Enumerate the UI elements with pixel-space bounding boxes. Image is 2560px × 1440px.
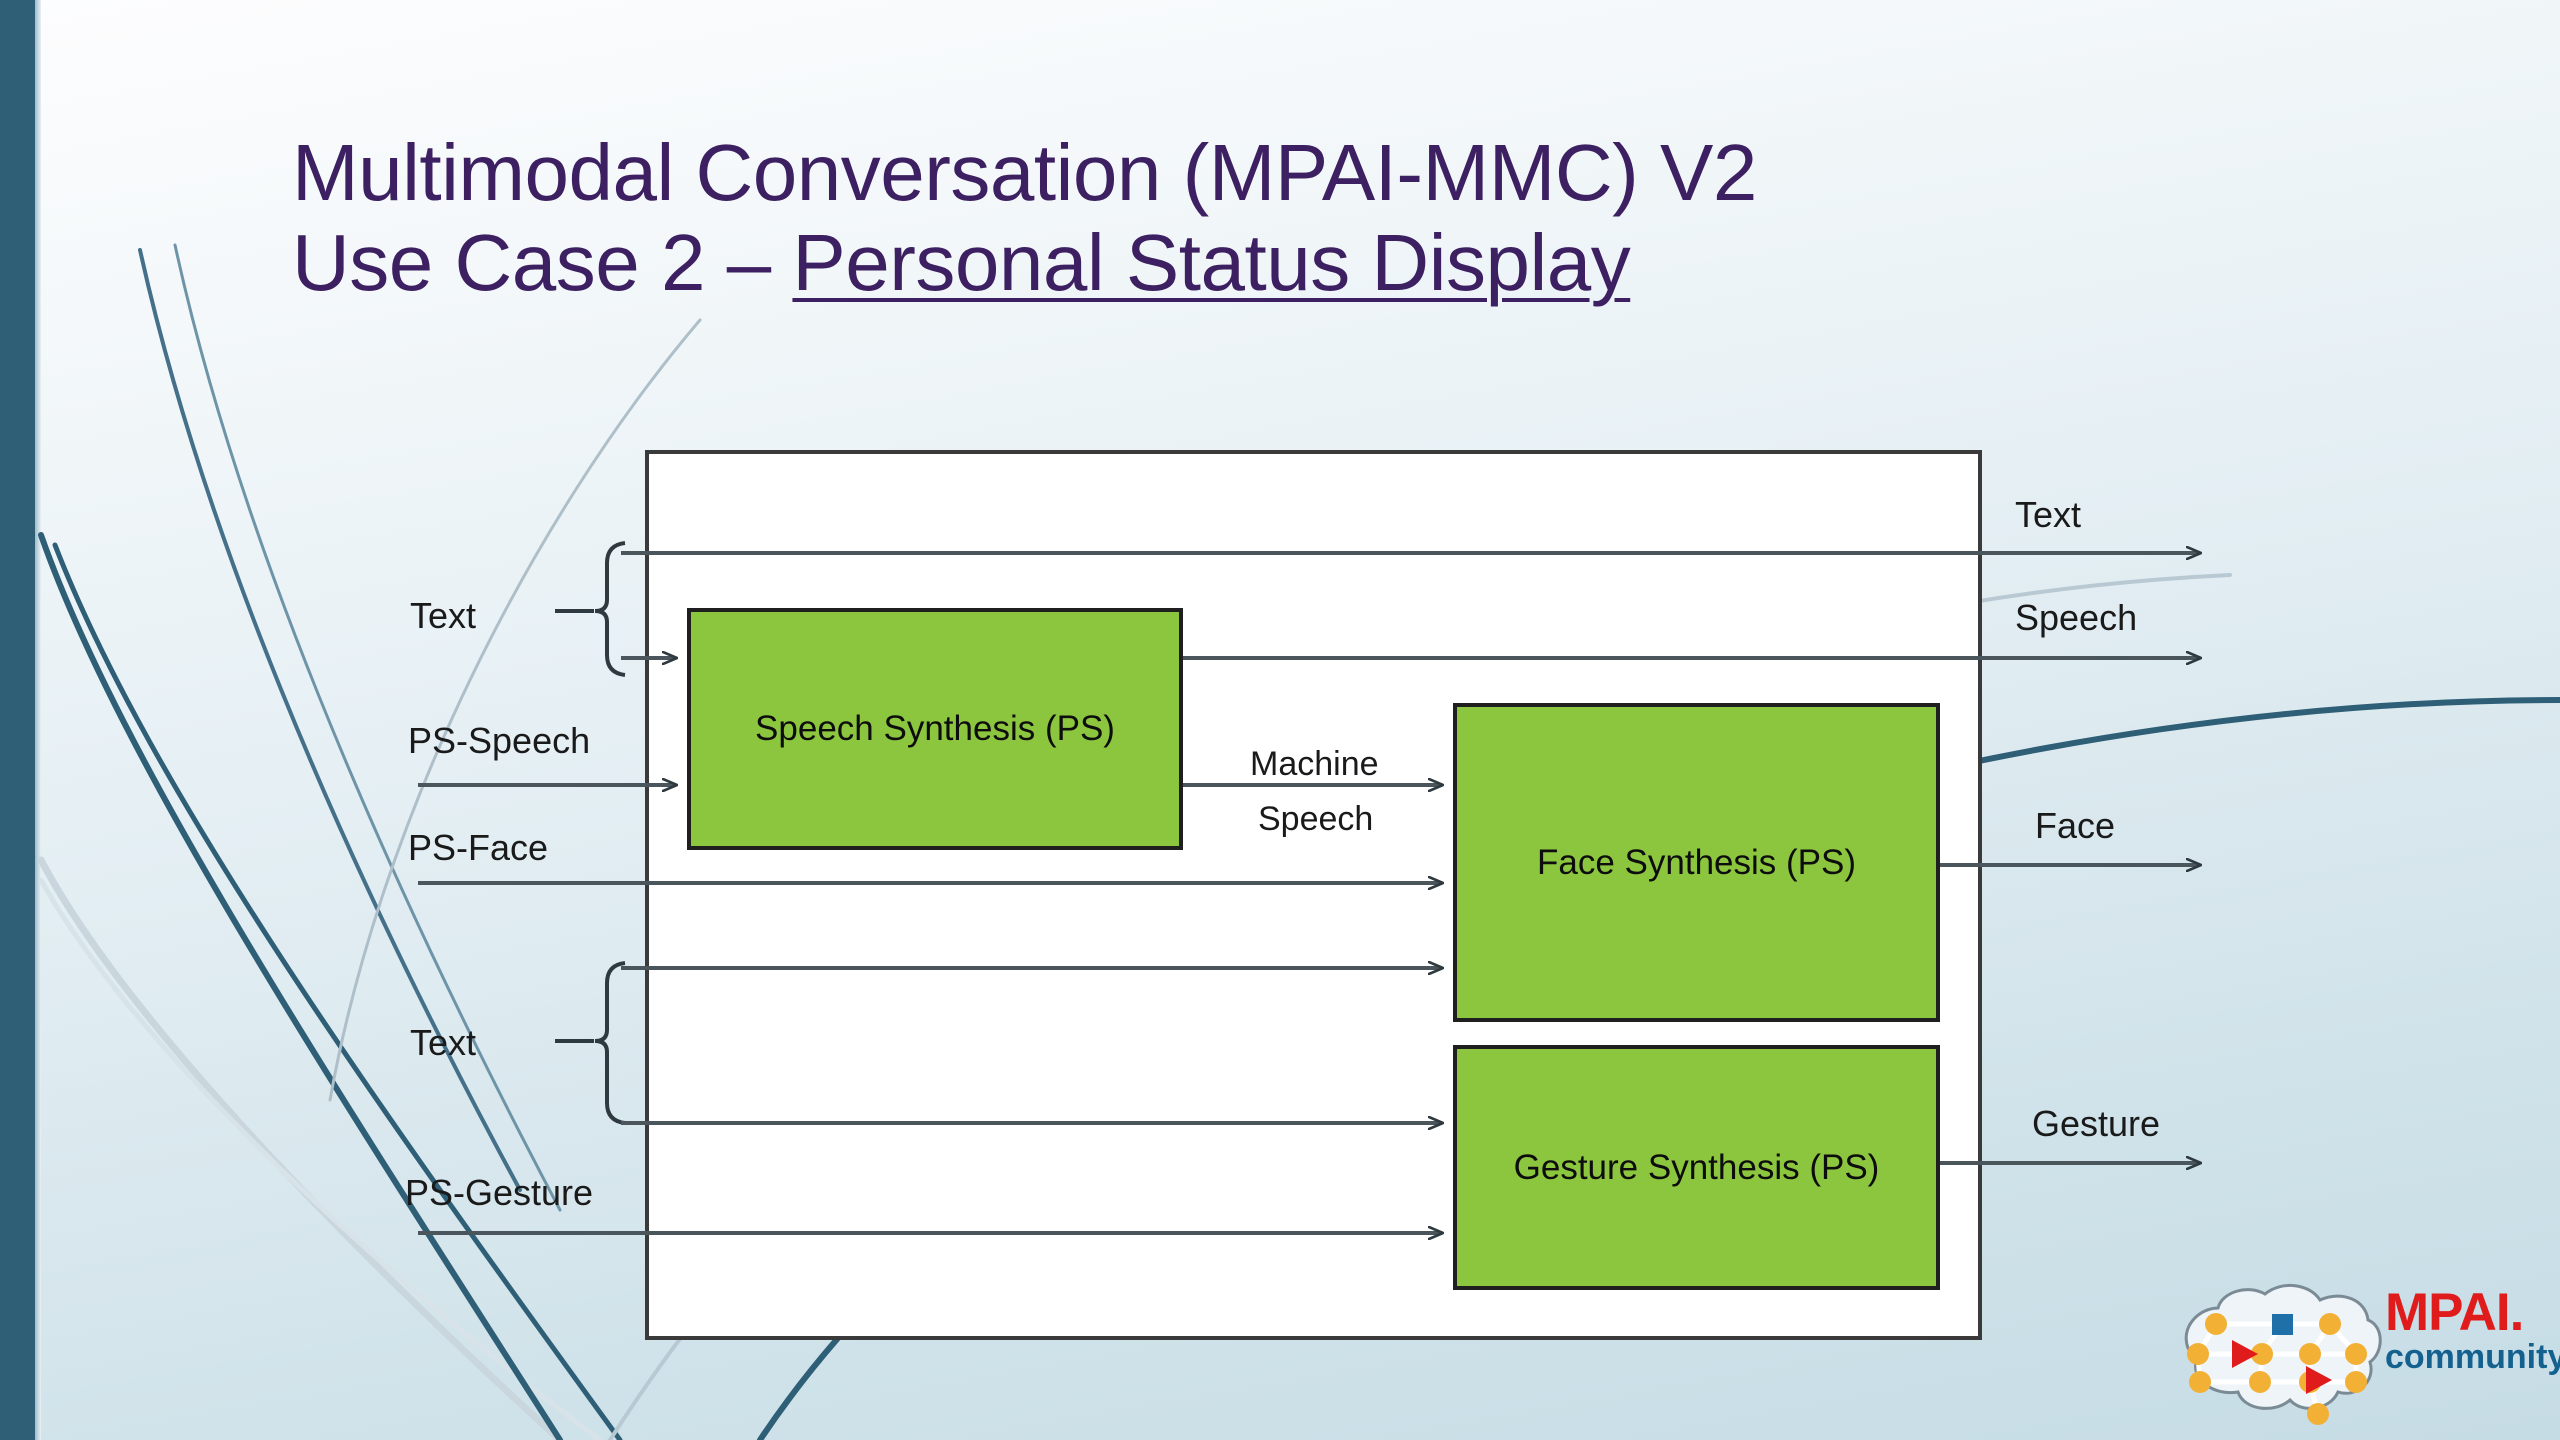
left-accent-edge [35,0,41,1440]
box-speech-synthesis[interactable]: Speech Synthesis (PS) [687,608,1183,850]
title-line-2-prefix: Use Case 2 – [292,217,793,307]
left-accent-bar [0,0,35,1440]
label-output-text: Text [2015,494,2082,535]
title-line-1: Multimodal Conversation (MPAI-MMC) V2 [292,128,1757,217]
label-output-speech: Speech [2015,597,2138,638]
label-machine-speech-line1: Machine [1250,745,1379,783]
mpai-logo-brain-icon [2184,1283,2382,1425]
title-line-2: Use Case 2 – Personal Status Display [292,218,2392,308]
label-input-text-lower: Text [410,1022,477,1063]
brace-text-lower [594,961,626,1125]
logo-brand-text: MPAI. [2385,1283,2524,1342]
label-machine-speech-line2: Speech [1258,800,1374,838]
label-input-ps-speech: PS-Speech [408,720,591,761]
box-face-synthesis[interactable]: Face Synthesis (PS) [1453,703,1940,1022]
logo-tagline-text: community [2385,1338,2560,1377]
brace-text-upper [594,541,626,677]
label-input-ps-gesture: PS-Gesture [405,1172,594,1213]
box-gesture-synthesis[interactable]: Gesture Synthesis (PS) [1453,1045,1940,1290]
label-output-gesture: Gesture [2032,1103,2161,1144]
title-line-2-underlined: Personal Status Display [792,217,1631,307]
slide-title: Multimodal Conversation (MPAI-MMC) V2 Us… [292,128,2392,307]
mpai-logo-wordmark: MPAI. community [2385,1283,2560,1377]
label-input-ps-face: PS-Face [408,827,549,868]
label-output-face: Face [2035,805,2116,846]
label-input-text-upper: Text [410,595,477,636]
